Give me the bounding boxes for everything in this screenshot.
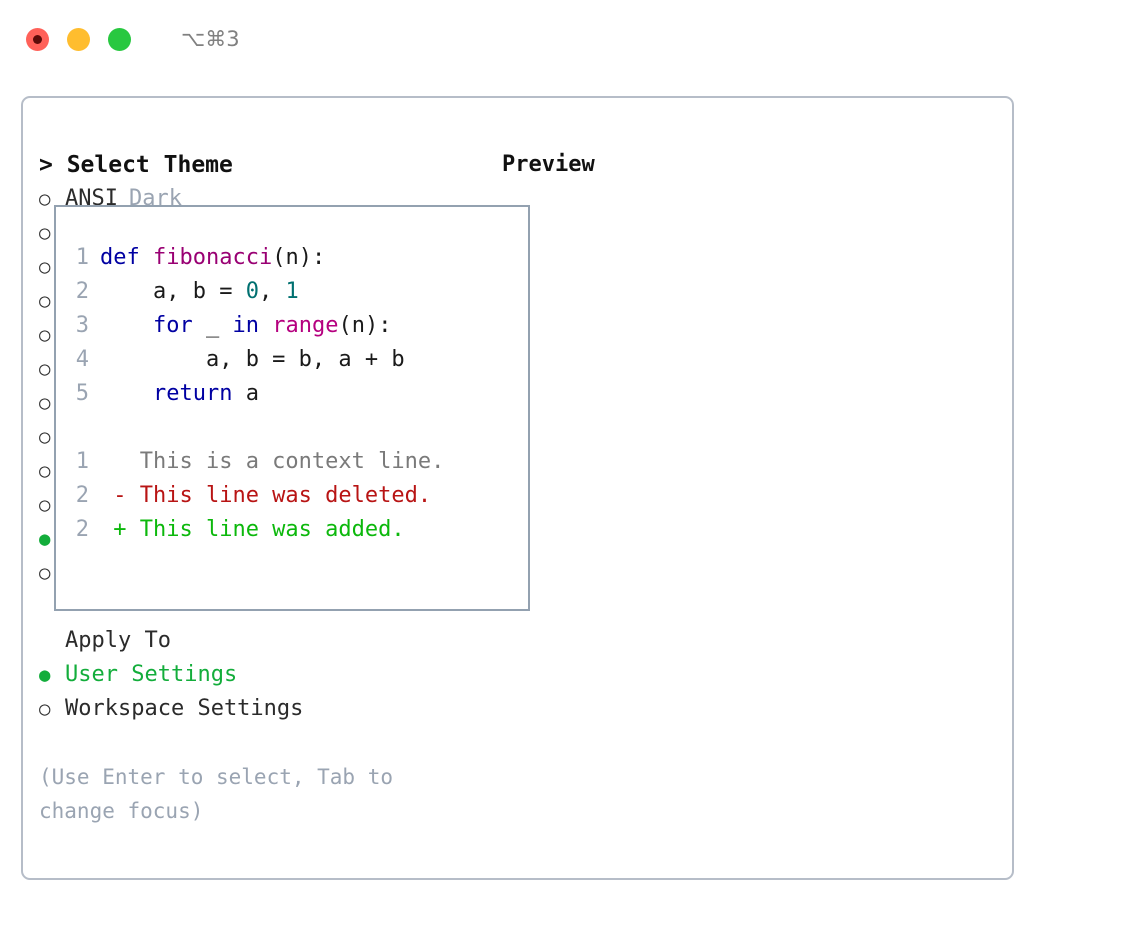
apply-to-heading: Apply To [65,628,171,653]
code-token: (n): [272,245,326,270]
radio-unselected-icon: ○ [39,392,51,414]
radio-unselected-icon: ○ [39,494,51,516]
diff-line-number: 1 [75,449,89,474]
radio-unselected-icon: ○ [39,358,51,380]
code-token: a, b = [100,279,246,304]
code-line-text: a, b = b, a + b [100,343,405,377]
radio-unselected-icon: ○ [39,698,51,720]
apply-to-option[interactable]: ● User Settings [39,658,489,692]
line-number: 4 [75,347,89,372]
preview-heading: Preview [502,152,595,177]
radio-selected-icon: ● [39,664,51,686]
code-line: 1 def fibonacci(n): [56,241,528,275]
code-token: a [232,381,259,406]
diff-line-number: 2 [75,483,89,508]
line-number: 3 [75,313,89,338]
preview-pane: Preview [502,148,1002,182]
code-line-text: for _ in range(n): [100,309,391,343]
diff-line-text: - This line was deleted. [100,483,432,508]
code-line: 5 return a [56,377,528,411]
keyboard-hint-text: (Use Enter to select, Tab to change focu… [39,765,394,823]
code-token: 1 [285,279,299,304]
diff-sample: 1 This is a context line.2 - This line w… [56,445,528,547]
code-token: return [100,381,233,406]
radio-selected-icon: ● [39,528,51,550]
code-line: 3 for _ in range(n): [56,309,528,343]
radio-unselected-icon: ○ [39,290,51,312]
diff-line: 1 This is a context line. [56,445,528,479]
keyboard-shortcut-label: ⌥⌘3 [181,27,240,51]
maximize-window-button[interactable] [108,27,131,51]
radio-unselected-icon: ○ [39,460,51,482]
diff-line-number: 2 [75,517,89,542]
radio-unselected-icon: ○ [39,324,51,346]
close-icon [33,34,42,44]
line-number: 1 [75,245,89,270]
diff-line: 2 + This line was added. [56,513,528,547]
minimize-window-button[interactable] [67,27,90,51]
diff-line-text: + This line was added. [100,517,405,542]
radio-unselected-icon: ○ [39,426,51,448]
code-token: def [100,245,153,270]
code-token: a, b = b, a + b [100,347,405,372]
code-line: 4 a, b = b, a + b [56,343,528,377]
code-token [259,313,272,338]
radio-unselected-icon: ○ [39,256,51,278]
diff-line: 2 - This line was deleted. [56,479,528,513]
apply-to-option[interactable]: ○ Workspace Settings [39,692,489,726]
close-window-button[interactable] [26,27,49,51]
code-line-text: return a [100,377,259,411]
apply-to-option-label: User Settings [65,662,238,687]
line-number: 5 [75,381,89,406]
code-token: fibonacci [152,245,273,270]
code-token: 0 [245,279,259,304]
code-line-text: a, b = 0, 1 [100,275,299,309]
code-token: , [258,279,286,304]
code-token: for [100,313,193,338]
radio-unselected-icon: ○ [39,188,51,210]
apply-to-option-label: Workspace Settings [65,696,304,721]
select-theme-heading: > Select Theme [39,152,233,178]
code-token: _ [192,313,233,338]
code-line-text: def fibonacci(n): [100,241,325,275]
radio-unselected-icon: ○ [39,222,51,244]
apply-to-list: ● User Settings ○ Workspace Settings [39,658,489,726]
diff-line-text: This is a context line. [100,449,445,474]
radio-unselected-icon: ○ [39,562,51,584]
window-titlebar: ⌥⌘3 [0,0,1140,78]
traffic-lights [26,27,131,51]
preview-spacer [56,411,528,445]
code-token: range [272,313,339,338]
line-number: 2 [75,279,89,304]
code-token: in [232,313,259,338]
code-token: (n): [338,313,392,338]
code-line: 2 a, b = 0, 1 [56,275,528,309]
